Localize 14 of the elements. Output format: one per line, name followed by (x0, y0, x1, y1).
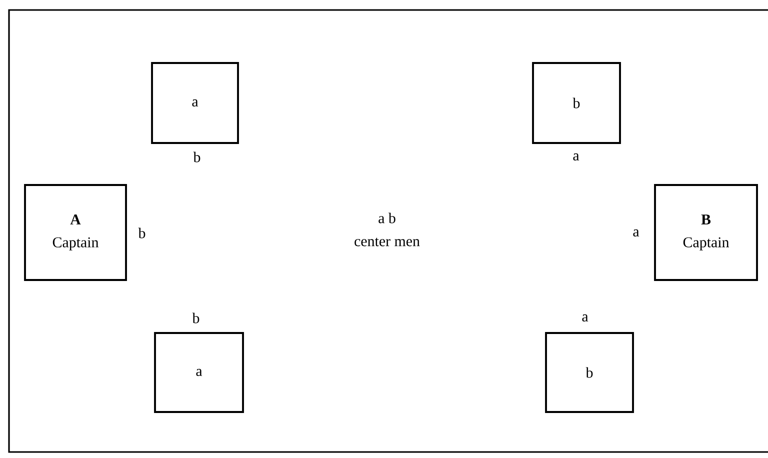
field-label: center men (354, 238, 420, 246)
position-label: a (573, 153, 580, 161)
field-label: a b (378, 212, 396, 224)
position-label: a (582, 314, 588, 322)
player-box: B Captain (654, 184, 758, 281)
position-label: b (138, 228, 146, 238)
player-box: b (532, 62, 621, 144)
player-box: b (545, 332, 634, 413)
player-box: a (151, 62, 239, 144)
position-label: a (633, 229, 640, 237)
position-label: b (192, 312, 200, 324)
player-box: A Captain (24, 184, 127, 281)
player-box: a (154, 332, 244, 413)
position-label: b (193, 152, 200, 162)
